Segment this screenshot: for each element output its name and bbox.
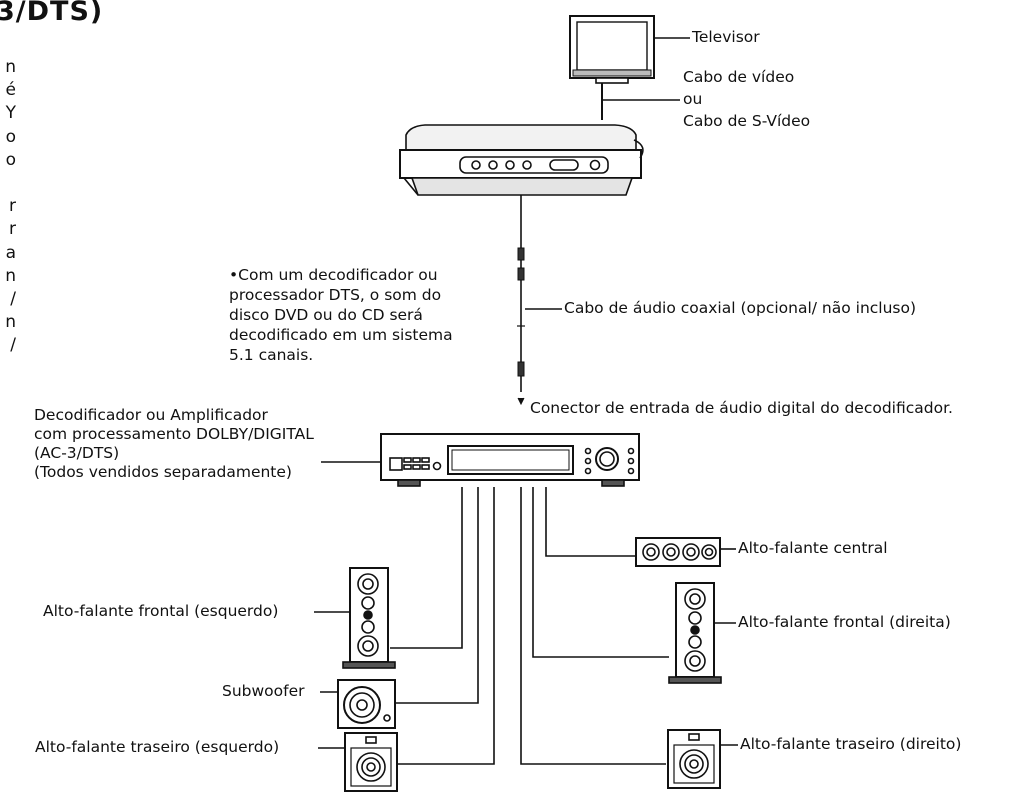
dts-note: •Com um decodificador ou processador DTS… xyxy=(229,266,453,364)
front-right-label: Alto-falante frontal (direita) xyxy=(738,613,951,631)
video-cable-label: Cabo de vídeo ou Cabo de S-Vídeo xyxy=(683,68,811,130)
digital-input-label: Conector de entrada de áudio digital do … xyxy=(530,399,953,417)
decoder-amplifier-icon xyxy=(380,433,640,487)
tv-label: Televisor xyxy=(692,28,760,46)
front-left-speaker-icon xyxy=(342,567,396,669)
front-left-label: Alto-falante frontal (esquerdo) xyxy=(43,602,279,620)
rear-left-label: Alto-falante traseiro (esquerdo) xyxy=(35,738,280,756)
heading-fragment: 3/DTS) xyxy=(0,0,104,27)
subwoofer-label: Subwoofer xyxy=(222,682,305,700)
decoder-label: Decodificador ou Amplificador com proces… xyxy=(34,406,314,481)
front-right-speaker-icon xyxy=(668,582,722,684)
rear-right-speaker-icon xyxy=(667,729,721,789)
portable-dvd-player-icon xyxy=(399,124,644,196)
rear-right-label: Alto-falante traseiro (direito) xyxy=(740,735,962,753)
rear-left-speaker-icon xyxy=(344,732,398,792)
television-icon xyxy=(569,15,655,84)
center-speaker-icon xyxy=(635,537,721,567)
coax-cable-label: Cabo de áudio coaxial (opcional/ não inc… xyxy=(564,299,917,317)
center-speaker-label: Alto-falante central xyxy=(738,539,888,557)
subwoofer-icon xyxy=(337,679,396,729)
